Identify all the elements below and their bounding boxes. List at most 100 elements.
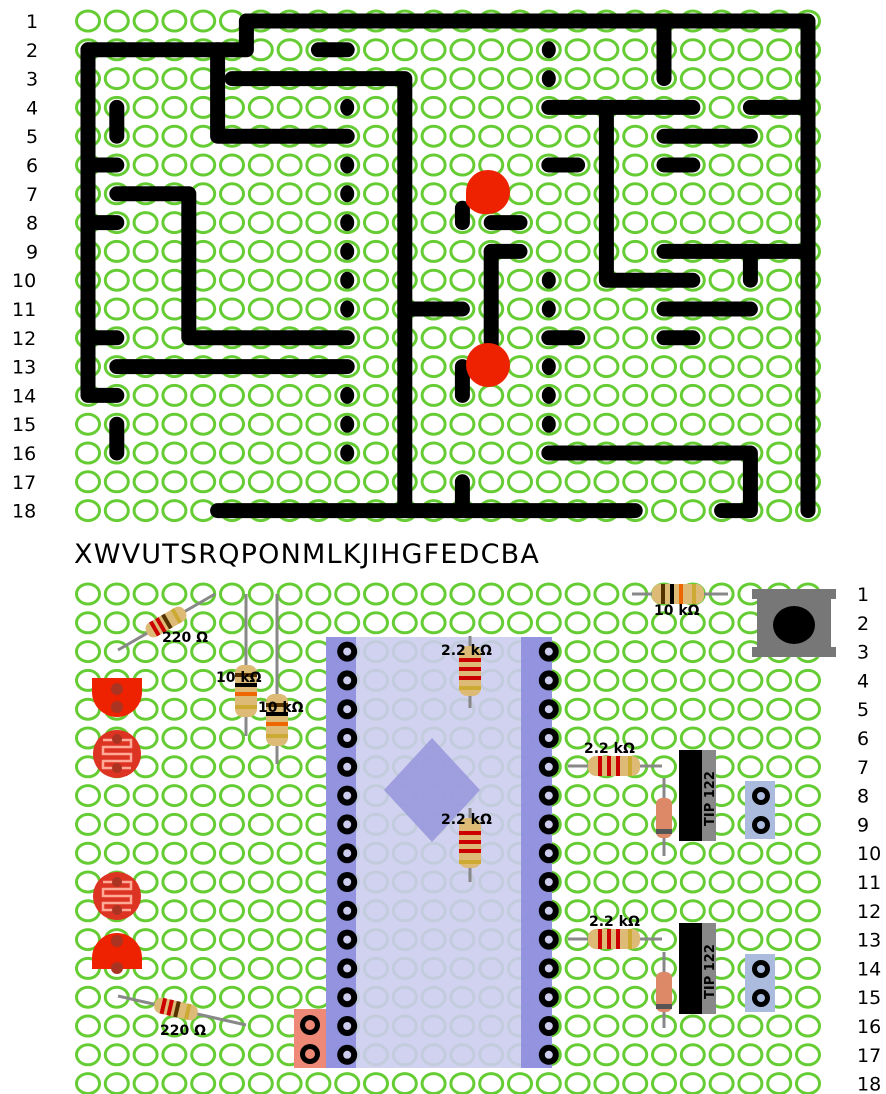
pad (247, 928, 274, 952)
resistor-10k-3: 10 kΩ (632, 584, 728, 619)
pad (219, 153, 245, 177)
pad (593, 668, 620, 692)
pad (305, 268, 332, 292)
pad (247, 1072, 274, 1094)
pad (420, 239, 447, 263)
pad (766, 755, 793, 779)
top-led-footprints (466, 170, 510, 387)
pad (190, 956, 217, 980)
cut-point (340, 415, 355, 433)
pad (75, 841, 101, 865)
pad (161, 899, 188, 923)
row-label: 17 (857, 1045, 881, 1067)
pad (219, 182, 245, 206)
pad (420, 412, 447, 436)
pad (535, 1072, 562, 1094)
pad (219, 985, 245, 1009)
pad (795, 1072, 821, 1094)
pad (334, 211, 361, 235)
pad (334, 153, 361, 177)
chip-pin-hole (343, 676, 352, 685)
trace (598, 99, 701, 288)
row-label: 9 (857, 814, 869, 836)
pad (75, 412, 101, 436)
pad (795, 812, 821, 836)
pad (420, 355, 447, 379)
pad (75, 499, 101, 523)
resistor-2k2-3: 2.2 kΩ (568, 741, 662, 776)
pad (190, 640, 217, 664)
pad (391, 611, 418, 635)
microcontroller-module (326, 637, 552, 1068)
pad (247, 211, 274, 235)
pad (766, 1014, 793, 1038)
photoresistor-2 (93, 872, 141, 920)
pad (363, 95, 389, 119)
pad (766, 1043, 793, 1067)
pad (708, 153, 735, 177)
pad (75, 9, 101, 33)
pad (305, 297, 332, 321)
resistor-label: 220 Ω (162, 630, 208, 646)
pad (190, 928, 217, 952)
pad (708, 95, 735, 119)
chip-pin-hole (343, 705, 352, 714)
pad (737, 841, 764, 865)
pad (708, 355, 735, 379)
led-bottom-1 (92, 653, 142, 717)
pad (132, 640, 159, 664)
pad (478, 67, 505, 91)
pad (737, 1014, 764, 1038)
pad (132, 470, 159, 494)
pad (737, 383, 764, 407)
pad (564, 124, 591, 148)
pad (708, 383, 735, 407)
trace (109, 186, 355, 346)
pad (132, 1072, 159, 1094)
column-letters: XWVUTSRQPONMLKJIHGFEDCBA (74, 539, 540, 570)
pad (449, 153, 476, 177)
pad (132, 1014, 159, 1038)
led-footprint-1b (466, 170, 488, 215)
pad (305, 412, 332, 436)
pad (219, 784, 245, 808)
pad (593, 412, 620, 436)
row-label: 1 (26, 11, 38, 33)
row-label: 14 (857, 958, 881, 980)
pad (564, 726, 591, 750)
pad (708, 1072, 735, 1094)
pad (737, 1072, 764, 1094)
pad (593, 697, 620, 721)
resistor-label: 10 kΩ (258, 700, 304, 716)
chip-pin-hole (544, 849, 553, 858)
pad (622, 668, 649, 692)
chip-pin-hole (544, 791, 553, 800)
pad (247, 95, 274, 119)
pad (190, 441, 217, 465)
pad (276, 640, 303, 664)
pad (651, 899, 677, 923)
pad (103, 784, 130, 808)
pad (737, 412, 764, 436)
pad (132, 67, 159, 91)
pad (622, 985, 649, 1009)
pad (564, 611, 591, 635)
pad (449, 239, 476, 263)
pad (766, 697, 793, 721)
pad (190, 668, 217, 692)
pad (247, 383, 274, 407)
pad (190, 9, 217, 33)
pad (363, 124, 389, 148)
pad (247, 640, 274, 664)
pad (535, 38, 562, 62)
pad (334, 268, 361, 292)
cut-point (541, 70, 556, 88)
pad (651, 355, 677, 379)
chip-pin-hole (343, 1050, 352, 1059)
pad (161, 412, 188, 436)
chip-pin-hole (544, 993, 553, 1002)
pad (679, 67, 706, 91)
pad (132, 985, 159, 1009)
cut-point (340, 185, 355, 203)
pad (103, 1072, 130, 1094)
